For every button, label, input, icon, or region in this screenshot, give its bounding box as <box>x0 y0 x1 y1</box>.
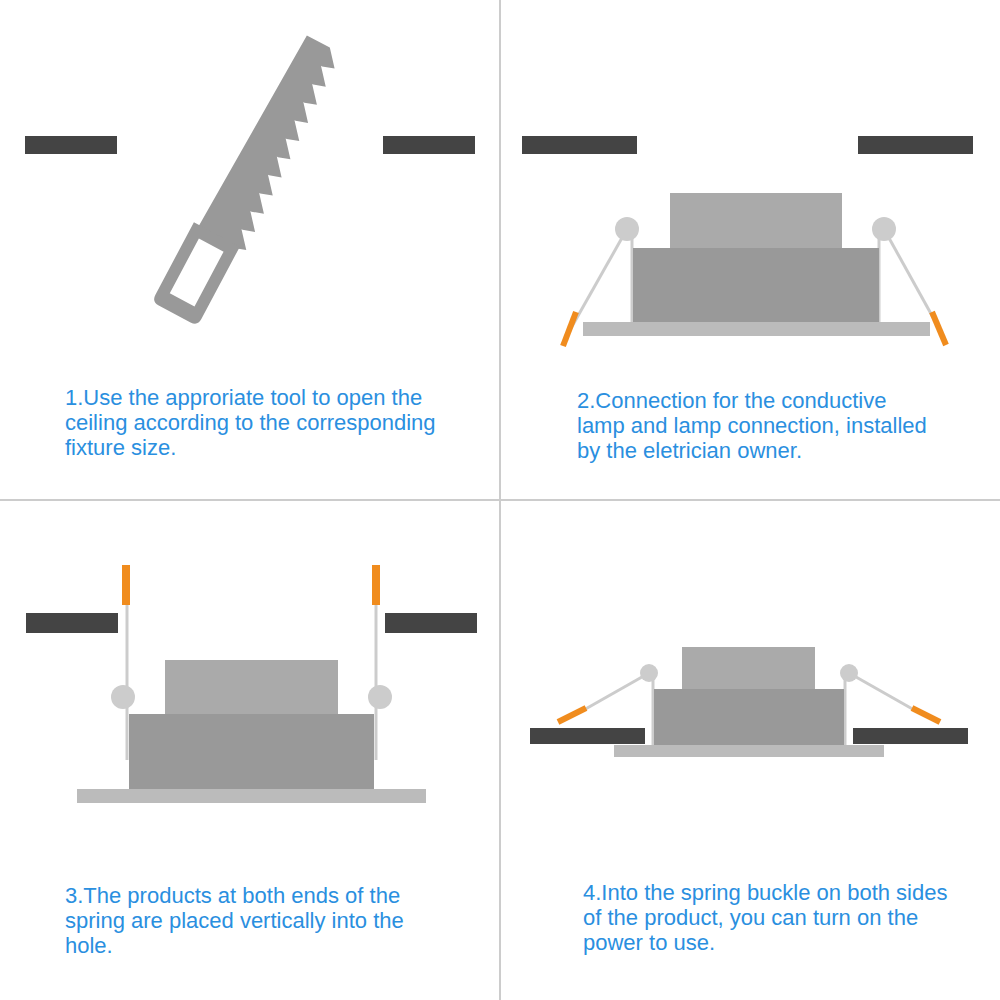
ceiling-board <box>26 613 118 633</box>
spring-tip <box>558 708 586 722</box>
ceiling-board <box>853 728 968 744</box>
lamp-flange <box>77 789 426 803</box>
lamp-top <box>165 660 338 715</box>
spring-tip <box>372 565 380 605</box>
spring-pivot <box>615 217 639 241</box>
step-caption: 2.Connection for the conductive lamp and… <box>577 388 939 463</box>
grid-line <box>0 499 1000 501</box>
ceiling-board <box>858 136 973 154</box>
lamp-body <box>654 689 844 746</box>
saw-handle <box>152 222 240 326</box>
spring-pivot <box>640 664 658 682</box>
step-caption: 1.Use the approriate tool to open the ce… <box>65 385 443 460</box>
saw-blade <box>197 33 348 254</box>
spring-wire <box>570 229 627 330</box>
spring-pivot <box>840 664 858 682</box>
spring-wire <box>582 673 649 711</box>
lamp-flange <box>614 745 884 757</box>
lamp-top <box>670 193 842 249</box>
spring-tip <box>563 312 576 346</box>
ceiling-board <box>522 136 637 154</box>
ceiling-board <box>530 728 645 744</box>
lamp-flange <box>583 322 930 336</box>
spring-tip <box>122 565 130 605</box>
lamp-top <box>682 647 815 690</box>
ceiling-board <box>25 136 117 154</box>
step-caption: 4.Into the spring buckle on both sides o… <box>583 880 968 955</box>
step-caption: 3.The products at both ends of the sprin… <box>65 883 453 958</box>
spring-wire <box>849 673 916 711</box>
ceiling-board <box>383 136 475 154</box>
ceiling-board <box>385 613 477 633</box>
lamp-body <box>129 714 374 789</box>
spring-pivot <box>111 685 135 709</box>
spring-tip <box>912 708 940 722</box>
saw <box>152 30 349 330</box>
spring-pivot <box>368 685 392 709</box>
spring-pivot <box>872 217 896 241</box>
lamp-body <box>633 248 879 323</box>
spring-tip <box>932 312 946 345</box>
